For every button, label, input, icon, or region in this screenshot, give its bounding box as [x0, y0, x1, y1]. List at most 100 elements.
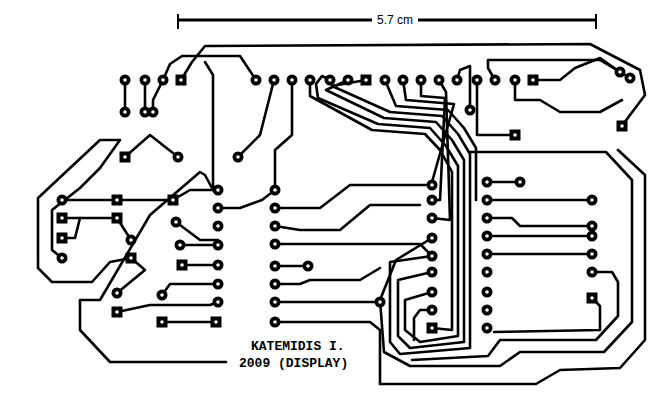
solder-pad — [213, 185, 224, 196]
solder-pad — [112, 307, 123, 318]
solder-pad — [587, 293, 598, 304]
solder-pad — [427, 251, 438, 262]
solder-pad — [434, 75, 445, 86]
drill-hole — [493, 78, 497, 82]
solder-pad — [287, 75, 298, 86]
drill-hole — [468, 108, 472, 112]
drill-hole — [236, 155, 240, 159]
drill-hole — [129, 238, 133, 242]
drill-hole — [485, 234, 489, 238]
drill-hole — [273, 224, 277, 228]
drill-hole — [455, 78, 459, 82]
solder-pad — [587, 231, 598, 242]
solder-pad — [175, 240, 186, 251]
solder-pad — [251, 75, 262, 86]
drill-hole — [485, 216, 489, 220]
drill-hole — [115, 310, 119, 314]
drill-hole — [401, 78, 405, 82]
drill-hole — [160, 320, 164, 324]
solder-pad — [213, 221, 224, 232]
drill-hole — [518, 180, 522, 184]
drill-hole — [174, 220, 178, 224]
drill-hole — [143, 78, 147, 82]
drill-hole — [590, 252, 594, 256]
drill-hole — [171, 198, 175, 202]
drill-hole — [485, 180, 489, 184]
drill-hole — [272, 78, 276, 82]
solder-pad — [482, 323, 493, 334]
drill-hole — [430, 198, 434, 202]
solder-pad — [233, 152, 244, 163]
solder-pad — [270, 203, 281, 214]
solder-pad — [427, 213, 438, 224]
solder-pad — [270, 297, 281, 308]
drill-hole — [485, 270, 489, 274]
solder-pad — [510, 130, 521, 141]
drill-hole — [513, 133, 517, 137]
drill-hole — [273, 188, 277, 192]
drill-hole — [430, 216, 434, 220]
solder-pad — [112, 288, 123, 299]
solder-pad — [416, 75, 427, 86]
drill-hole — [378, 300, 382, 304]
drill-hole — [60, 236, 64, 240]
drill-hole — [475, 78, 479, 82]
solder-pad — [427, 180, 438, 191]
solder-pad — [270, 221, 281, 232]
solder-pad — [427, 287, 438, 298]
drill-hole — [590, 198, 594, 202]
solder-pad — [270, 239, 281, 250]
solder-pad — [465, 105, 476, 116]
drill-hole — [216, 263, 220, 267]
drill-hole — [485, 326, 489, 330]
solder-pad — [427, 267, 438, 278]
solder-pad — [615, 67, 626, 78]
solder-pad — [427, 233, 438, 244]
drill-hole — [620, 124, 624, 128]
drill-hole — [60, 216, 64, 220]
drill-hole — [346, 78, 350, 82]
solder-pad — [211, 317, 222, 328]
solder-pad — [126, 235, 137, 246]
drill-hole — [618, 70, 622, 74]
solder-pad — [482, 267, 493, 278]
drill-hole — [430, 290, 434, 294]
drill-hole — [123, 155, 127, 159]
drill-hole — [430, 183, 434, 187]
solder-pad — [587, 249, 598, 260]
drill-hole — [430, 270, 434, 274]
drill-hole — [328, 78, 332, 82]
drill-hole — [273, 320, 277, 324]
solder-pad — [482, 177, 493, 188]
drill-hole — [216, 206, 220, 210]
drill-hole — [364, 78, 368, 82]
solder-pad — [361, 75, 372, 86]
solder-pad — [452, 75, 463, 86]
solder-pad — [482, 231, 493, 242]
drill-hole — [590, 296, 594, 300]
drill-hole — [115, 198, 119, 202]
drill-hole — [628, 76, 632, 80]
solder-pad — [482, 195, 493, 206]
solder-pad — [213, 240, 224, 251]
solder-pad — [57, 233, 68, 244]
drill-hole — [590, 234, 594, 238]
solder-pad — [176, 75, 187, 86]
solder-pad — [343, 75, 354, 86]
solder-pad — [482, 287, 493, 298]
solder-pad — [482, 213, 493, 224]
solder-pad — [148, 107, 159, 118]
drill-hole — [143, 110, 147, 114]
drill-hole — [485, 290, 489, 294]
drill-hole — [308, 78, 312, 82]
drill-hole — [216, 300, 220, 304]
drill-hole — [430, 236, 434, 240]
solder-pad — [158, 75, 169, 86]
drill-hole — [216, 282, 220, 286]
drill-hole — [160, 293, 164, 297]
solder-pad — [213, 279, 224, 290]
solder-pads — [57, 67, 636, 334]
drill-hole — [273, 282, 277, 286]
drill-hole — [513, 78, 517, 82]
solder-pad — [157, 290, 168, 301]
